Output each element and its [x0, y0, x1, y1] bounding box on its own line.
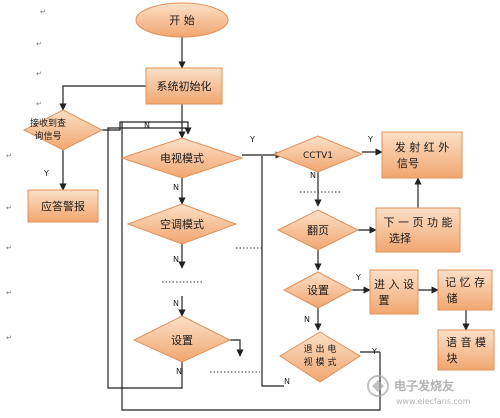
init-node — [145, 67, 223, 105]
label-n-cctv1: N — [310, 171, 316, 180]
settings2-node — [282, 271, 354, 309]
page-turn-label: 翻页 — [307, 223, 329, 237]
label-n-exit: N — [284, 377, 290, 386]
voice-label-1: 语 音 模 — [446, 335, 486, 349]
enter-settings-node — [369, 269, 419, 315]
voice-node — [437, 329, 495, 371]
ir-label-2: 信号 — [397, 157, 419, 170]
svg-text:↵: ↵ — [36, 100, 42, 108]
label-n-mid: N — [173, 299, 179, 308]
label-y-tv: Y — [249, 135, 255, 144]
connectors — [59, 36, 470, 411]
watermark: 电子发烧友 www.elecfans.com — [367, 375, 471, 406]
watermark-name: 电子发烧友 — [394, 378, 454, 393]
start-node — [135, 2, 229, 38]
settings1-node — [132, 315, 232, 363]
svg-text:↵: ↵ — [36, 70, 42, 78]
cctv1-label: CCTV1 — [303, 151, 333, 161]
next-func-label-1: 下 一 页 功 能 — [384, 215, 453, 229]
label-n-settings1: N — [176, 367, 182, 376]
svg-text:↵: ↵ — [6, 289, 12, 297]
enter-settings-label-2: 置 — [379, 294, 390, 307]
memory-node — [437, 269, 493, 311]
settings2-label: 设置 — [307, 284, 329, 297]
watermark-logo-icon — [367, 375, 389, 397]
memory-label-1: 记 忆 存 — [445, 275, 485, 289]
exit-tv-node — [279, 331, 361, 383]
receive-query-node — [22, 109, 104, 151]
next-func-label-2: 选择 — [389, 231, 411, 245]
receive-label-2: 询信号 — [34, 130, 61, 142]
ir-label-1: 发 射 红 外 — [395, 140, 450, 154]
svg-text:↵: ↵ — [6, 334, 12, 342]
enter-settings-label-1: 进 入 设 — [374, 278, 414, 291]
cctv1-node — [272, 135, 364, 173]
label-n-tv: N — [173, 183, 179, 192]
ac-mode-label: 空调模式 — [160, 217, 204, 231]
receive-label-1: 接收到查 — [30, 117, 66, 129]
page-turn-node — [276, 209, 360, 251]
label-n-settings2: N — [304, 315, 310, 324]
init-label: 系统初始化 — [157, 79, 212, 93]
exit-tv-label-1: 退 出 电 — [304, 343, 337, 355]
svg-text:↵: ↵ — [40, 8, 46, 16]
label-n-ac: N — [173, 255, 179, 264]
settings1-label: 设置 — [171, 334, 193, 347]
svg-text:↵: ↵ — [6, 152, 12, 160]
memory-label-2: 储 — [447, 291, 458, 305]
alarm-node — [27, 189, 99, 223]
svg-text:↵: ↵ — [36, 40, 42, 48]
voice-label-2: 块 — [447, 352, 458, 365]
tv-mode-label: 电视模式 — [160, 151, 204, 165]
label-n-receive: N — [144, 121, 150, 130]
nodes: 开 始 系统初始化 接收到查 询信号 应答警报 电视模式 空调模式 设置 CCT… — [22, 2, 495, 383]
watermark-url: www.elecfans.com — [396, 397, 471, 406]
next-func-node — [375, 207, 461, 253]
label-y-exit: Y — [371, 347, 377, 356]
ir-signal-node — [381, 131, 463, 179]
alarm-label: 应答警报 — [41, 199, 85, 213]
edit-marks: ↵ ↵ ↵ ↵ ↵ ↵ ↵ ↵ ↵ — [6, 8, 46, 342]
label-y-receive: Y — [43, 169, 49, 178]
edge-labels: Y N Y N N N N Y N Y N Y N — [43, 121, 377, 386]
label-y-settings2: Y — [355, 273, 361, 282]
label-y-cctv1: Y — [367, 135, 373, 144]
ac-mode-node — [126, 203, 238, 245]
exit-tv-label-2: 视 模 式 — [304, 356, 337, 368]
svg-text:↵: ↵ — [6, 204, 12, 212]
start-label: 开 始 — [169, 13, 195, 27]
svg-text:↵: ↵ — [6, 244, 12, 252]
tv-mode-node — [120, 137, 244, 179]
